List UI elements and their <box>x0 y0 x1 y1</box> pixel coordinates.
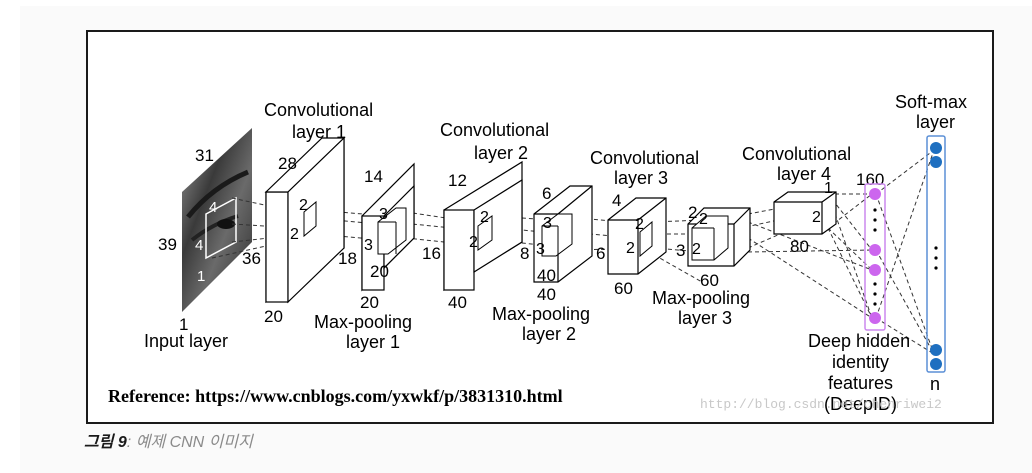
conv4-width: 2 <box>812 209 821 226</box>
deepid-ellipsis <box>873 208 876 305</box>
conv4-depth: 80 <box>790 237 809 256</box>
caption-text: : 예제 CNN 이미지 <box>127 434 253 451</box>
conv2-width: 16 <box>422 244 441 263</box>
deepid-count: 160 <box>856 170 884 189</box>
pool3-kernel-a: 2 <box>699 211 708 228</box>
conv1-title-1: Convolutional <box>264 100 373 120</box>
pool2-height: 6 <box>542 184 551 203</box>
input-image <box>182 128 252 312</box>
conv2-kernel-a: 2 <box>480 209 489 226</box>
cnn-architecture-diagram: 31 39 4 4 1 1 Input layer <box>88 32 992 422</box>
pool1-title-1: Max-pooling <box>314 312 412 332</box>
conv1-title-2: layer 1 <box>292 122 346 142</box>
conv3-height: 4 <box>612 191 621 210</box>
pool1-height: 14 <box>364 167 383 186</box>
pool1-depth-b: 20 <box>370 262 389 281</box>
conv3-kernel-a: 2 <box>635 216 644 233</box>
pool2-kernel-b: 3 <box>536 241 545 258</box>
conv3-depth: 60 <box>614 279 633 298</box>
pool1-title-2: layer 1 <box>346 332 400 352</box>
conv3-kernel-b: 2 <box>626 240 635 257</box>
conv2-height: 12 <box>448 171 467 190</box>
softmax-nodes <box>930 142 942 370</box>
conv2-title-1: Convolutional <box>440 120 549 140</box>
pool1-depth: 20 <box>360 293 379 312</box>
cnn-figure: 31 39 4 4 1 1 Input layer <box>86 30 994 424</box>
conv1-height: 28 <box>278 154 297 173</box>
input-kernel-a: 4 <box>209 199 217 216</box>
pool2-depth: 40 <box>537 285 556 304</box>
conv2-depth: 40 <box>448 293 467 312</box>
deepid-title-2: identity <box>832 352 889 372</box>
conv3-width: 6 <box>596 244 605 263</box>
input-kernel-c: 1 <box>197 268 205 285</box>
deepid-title-3: features <box>828 373 893 393</box>
input-size-top: 31 <box>195 146 214 165</box>
input-kernel-b: 4 <box>195 237 203 254</box>
pool1-kernel-a: 3 <box>379 206 388 223</box>
watermark-text: http://blog.csdn.net/chenriwei2 <box>700 397 942 412</box>
pool3-height: 2 <box>688 203 697 222</box>
pool1-width: 18 <box>338 249 357 268</box>
pool2-title-2: layer 2 <box>522 324 576 344</box>
conv4-title-1: Convolutional <box>742 144 851 164</box>
pool2-width: 8 <box>520 244 529 263</box>
pool2-depth-b: 40 <box>537 266 556 285</box>
deepid-title-1: Deep hidden <box>808 331 910 351</box>
pool3-title-2: layer 3 <box>678 308 732 328</box>
conv2-kernel-b: 2 <box>469 234 478 251</box>
conv1-depth: 20 <box>264 307 283 326</box>
conv3-title-1: Convolutional <box>590 148 699 168</box>
conv3-title-2: layer 3 <box>614 168 668 188</box>
pool1-kernel-b: 3 <box>364 237 373 254</box>
caption-number: 그림 9 <box>84 434 127 451</box>
conv4-height: 1 <box>824 180 833 197</box>
conv4-block <box>774 192 836 234</box>
softmax-title-2: layer <box>916 112 955 132</box>
input-size-left: 39 <box>158 235 177 254</box>
pool2-kernel-a: 3 <box>543 215 552 232</box>
softmax-ellipsis <box>934 246 937 269</box>
conv1-kernel-a: 2 <box>299 197 308 214</box>
softmax-column <box>927 136 945 372</box>
figure-caption: 그림 9: 예제 CNN 이미지 <box>84 428 253 452</box>
pool3-kernel-b: 2 <box>692 241 701 258</box>
reference-text: Reference: https://www.cnblogs.com/yxwkf… <box>108 386 563 406</box>
conv1-width: 36 <box>242 249 261 268</box>
pool2-title-1: Max-pooling <box>492 304 590 324</box>
input-layer-title: Input layer <box>144 331 228 351</box>
softmax-title-1: Soft-max <box>895 92 967 112</box>
conv2-title-2: layer 2 <box>474 143 528 163</box>
conv1-kernel-b: 2 <box>290 226 299 243</box>
pool3-title-1: Max-pooling <box>652 288 750 308</box>
softmax-n: n <box>930 374 940 394</box>
conv4-title-2: layer 4 <box>777 164 831 184</box>
pool3-width: 3 <box>676 241 685 260</box>
